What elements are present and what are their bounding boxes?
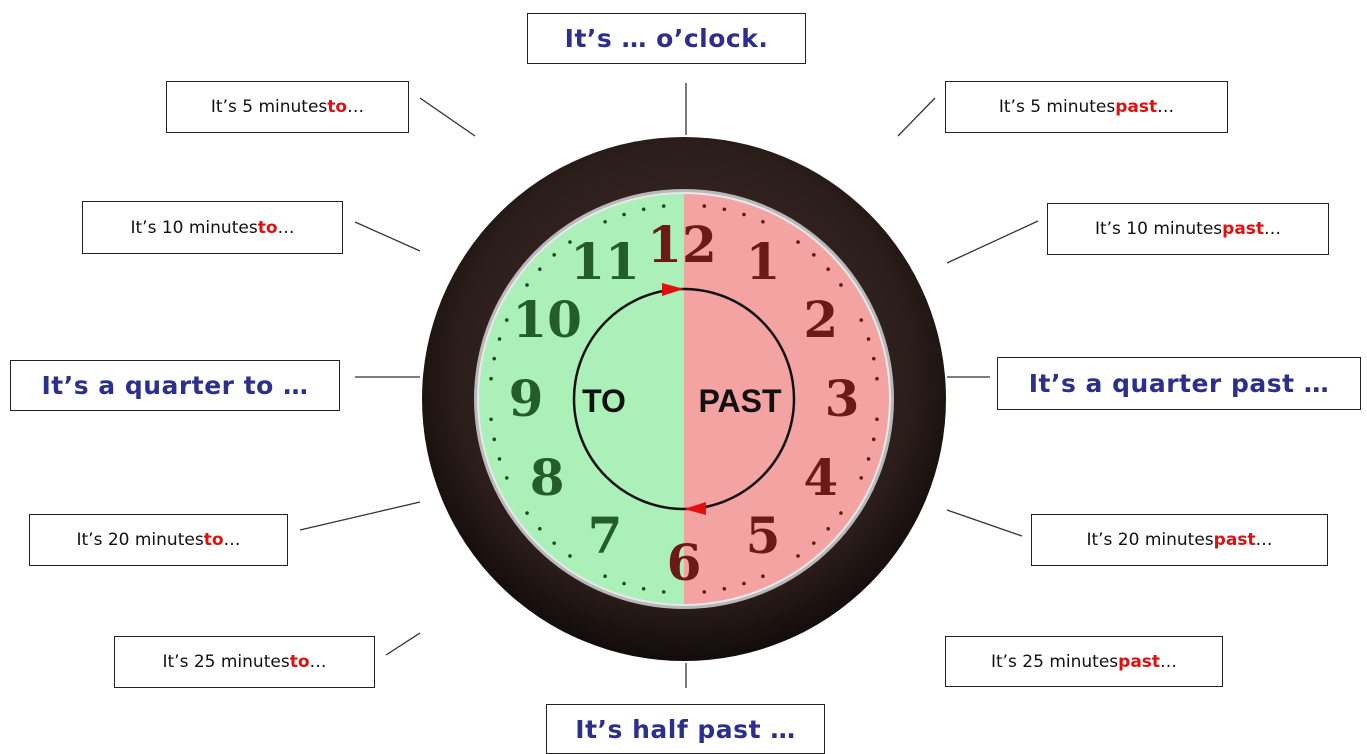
minute-dot [742, 582, 746, 586]
numeral-6: 6 [667, 533, 702, 592]
minute-dot [839, 283, 843, 287]
minute-dot [867, 337, 871, 341]
minute-dot [723, 587, 727, 591]
label-5-to: It’s 5 minutes to … [166, 81, 409, 133]
minute-dot [538, 527, 542, 531]
label-20-to: It’s 20 minutes to … [29, 514, 288, 566]
minute-dot [662, 590, 666, 594]
minute-dot [525, 283, 529, 287]
minute-dot [505, 476, 509, 480]
minute-dot [723, 207, 727, 211]
label-20-past: It’s 20 minutes past … [1031, 514, 1328, 566]
minute-dot [622, 213, 626, 217]
minute-dot [872, 438, 876, 442]
minute-dot [867, 457, 871, 461]
label-25-past: It’s 25 minutes past … [945, 636, 1223, 687]
to-label: TO [582, 383, 626, 419]
numeral-2: 2 [803, 290, 838, 349]
minute-dot [839, 511, 843, 515]
minute-dot [662, 204, 666, 208]
minute-dot [505, 318, 509, 322]
numeral-5: 5 [746, 506, 781, 565]
minute-dot [603, 574, 607, 578]
past-label: PAST [699, 383, 782, 419]
numeral-12: 12 [647, 215, 717, 274]
numeral-3: 3 [825, 369, 860, 428]
minute-dot [872, 357, 876, 361]
minute-dot [875, 417, 879, 421]
numeral-8: 8 [530, 448, 565, 507]
minute-dot [498, 337, 502, 341]
numeral-10: 10 [512, 290, 582, 349]
numeral-11: 11 [570, 232, 640, 291]
numeral-7: 7 [588, 506, 623, 565]
label-5-past: It’s 5 minutes past … [945, 81, 1228, 133]
minute-dot [489, 377, 493, 381]
minute-dot [568, 554, 572, 558]
minute-dot [859, 318, 863, 322]
label-oclock: It’s … o’clock. [527, 13, 806, 64]
minute-dot [702, 590, 706, 594]
minute-dot [622, 582, 626, 586]
minute-dot [742, 213, 746, 217]
numeral-9: 9 [509, 369, 544, 428]
label-25-to: It’s 25 minutes to … [114, 636, 375, 688]
minute-dot [498, 457, 502, 461]
minute-dot [812, 253, 816, 257]
minute-dot [826, 267, 830, 271]
minute-dot [812, 541, 816, 545]
minute-dot [859, 476, 863, 480]
minute-dot [492, 438, 496, 442]
minute-dot [538, 267, 542, 271]
minute-dot [826, 527, 830, 531]
minute-dot [642, 587, 646, 591]
minute-dot [796, 554, 800, 558]
label-quarter-past: It’s a quarter past … [997, 357, 1361, 410]
label-half-past: It’s half past … [546, 704, 825, 754]
minute-dot [603, 220, 607, 224]
numeral-4: 4 [803, 448, 838, 507]
numeral-1: 1 [746, 232, 781, 291]
minute-dot [796, 240, 800, 244]
minute-dot [552, 541, 556, 545]
minute-dot [492, 357, 496, 361]
minute-dot [489, 417, 493, 421]
minute-dot [702, 204, 706, 208]
minute-dot [761, 220, 765, 224]
label-10-to: It’s 10 minutes to … [82, 201, 343, 254]
minute-dot [642, 207, 646, 211]
minute-dot [552, 253, 556, 257]
minute-dot [875, 377, 879, 381]
label-10-past: It’s 10 minutes past … [1047, 203, 1329, 255]
minute-dot [525, 511, 529, 515]
label-quarter-to: It’s a quarter to … [10, 360, 340, 411]
minute-dot [761, 574, 765, 578]
